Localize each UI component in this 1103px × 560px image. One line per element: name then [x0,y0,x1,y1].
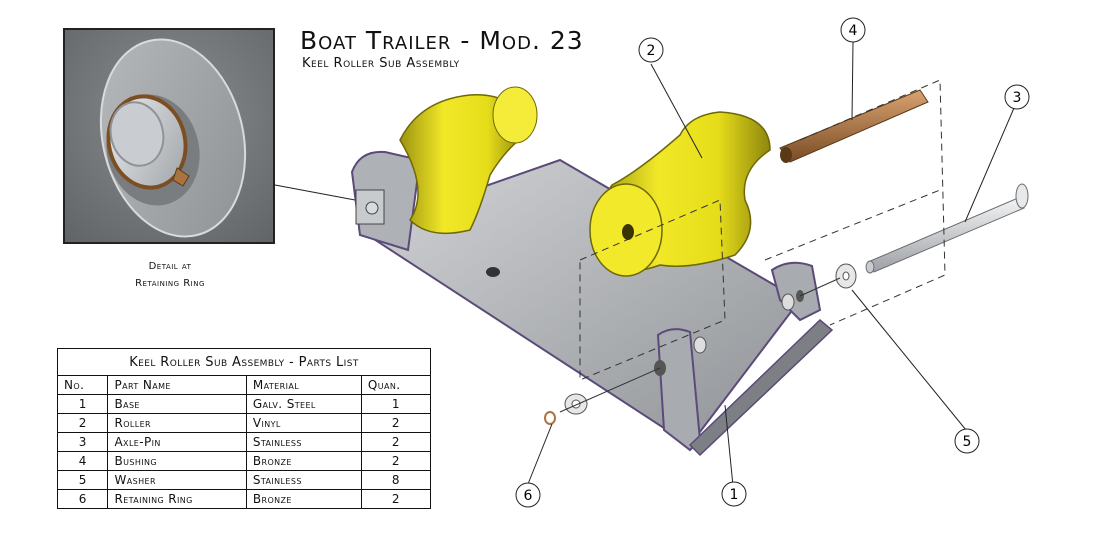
detail-leader-line [274,184,356,201]
cell-quantity: 1 [360,394,432,414]
retaining-ring-detail-image [65,30,273,242]
cell-quantity: 8 [360,470,432,490]
bushing-part [779,89,929,163]
col-header-no: No. [56,375,109,395]
cell-material: Stainless [245,432,362,452]
col-header-quantity: Quan. [360,375,432,395]
callout-4-label: 4 [849,23,858,39]
callout-3-label: 3 [1013,90,1022,106]
cell-material: Vinyl [245,413,362,433]
cell-material: Bronze [245,489,362,509]
cell-no: 2 [56,413,109,433]
cell-no: 3 [56,432,109,452]
assembly-axis-lines [559,277,841,413]
cell-part-name: Washer [107,470,247,490]
table-row: 1 Base Galv. Steel 1 [56,394,432,414]
col-header-material: Material [245,375,362,395]
callout-leaders [527,41,1015,497]
cell-no: 1 [56,394,109,414]
table-row: 3 Axle-Pin Stainless 2 [56,432,432,452]
detail-caption: Detail at Retaining Ring [95,258,245,292]
cell-part-name: Roller [107,413,247,433]
callout-5-circle [954,428,980,454]
callout-1-circle [721,481,747,507]
roller-mounted [399,86,538,235]
cell-no: 6 [56,489,109,509]
cell-quantity: 2 [360,432,432,452]
drawing-subtitle: Keel Roller Sub Assembly [302,56,460,71]
callout-2-label: 2 [647,43,656,59]
roller-exploded [589,111,771,277]
table-row: 2 Roller Vinyl 2 [56,413,432,433]
cell-part-name: Bushing [107,451,247,471]
parts-list-table: Keel Roller Sub Assembly - Parts List No… [56,348,432,509]
cell-part-name: Base [107,394,247,414]
cell-no: 4 [56,451,109,471]
explode-lines [579,79,946,381]
detail-inset [63,28,275,244]
callout-4-circle [840,17,866,43]
cell-quantity: 2 [360,413,432,433]
parts-list-header-row: No. Part Name Material Quan. [56,375,432,395]
table-row: 5 Washer Stainless 8 [56,470,432,490]
axle-pin-part [865,183,1029,274]
retaining-ring-part [544,411,556,425]
cell-material: Bronze [245,451,362,471]
table-row: 6 Retaining Ring Bronze 2 [56,489,432,509]
detail-caption-line-1: Detail at [148,261,192,272]
detail-caption-line-2: Retaining Ring [135,278,205,289]
drawing-title: Boat Trailer - Mod. 23 [300,26,584,55]
col-header-part-name: Part Name [107,375,247,395]
cell-part-name: Axle-Pin [107,432,247,452]
cell-quantity: 2 [360,489,432,509]
parts-list-caption: Keel Roller Sub Assembly - Parts List [57,348,431,376]
table-row: 4 Bushing Bronze 2 [56,451,432,471]
parts-list-caption-row: Keel Roller Sub Assembly - Parts List [57,348,431,376]
cell-part-name: Retaining Ring [107,489,247,509]
callout-6-label: 6 [524,488,533,504]
cell-material: Stainless [245,470,362,490]
callout-1-label: 1 [730,487,739,503]
cell-no: 5 [56,470,109,490]
callout-3-circle [1004,84,1030,110]
cell-material: Galv. Steel [245,394,362,414]
cell-quantity: 2 [360,451,432,471]
callout-2-circle [638,37,664,63]
callout-6-circle [515,482,541,508]
callout-5-label: 5 [963,434,972,450]
callouts: 1 2 3 4 5 6 [515,17,1030,508]
